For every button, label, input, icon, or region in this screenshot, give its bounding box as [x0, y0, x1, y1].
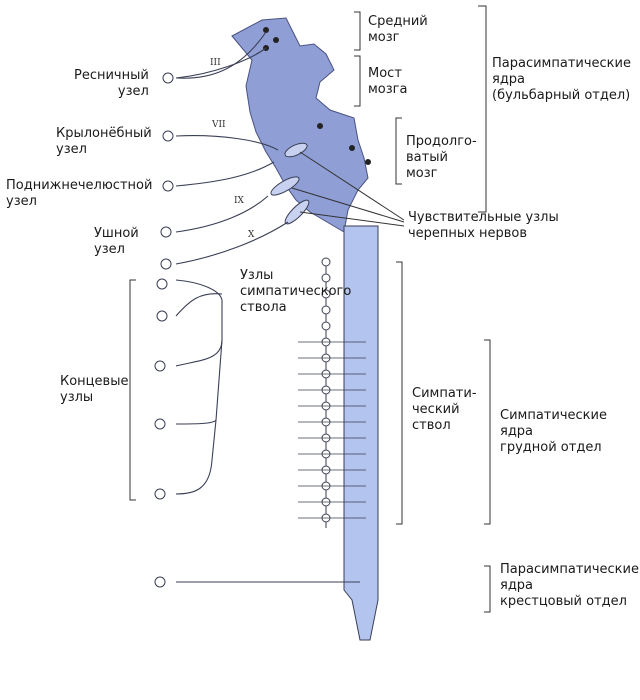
cranial-nerves: [175, 31, 360, 583]
brainstem: [231, 17, 369, 233]
label-sympathetic-trunk-ganglia: Узлы симпатического ствола: [240, 268, 352, 315]
sympathetic-chain-nodes: [298, 257, 366, 523]
chain-ganglion: [321, 257, 331, 267]
left-ganglia: [154, 72, 174, 588]
chain-ganglion: [321, 273, 331, 283]
nerve-III-label: III: [210, 58, 221, 68]
label-parasympathetic-bulbar: Парасимпатические ядра (бульбарный отдел…: [492, 56, 631, 103]
chain-ganglion: [321, 321, 331, 331]
label-medulla: Продолго- ватый мозг: [406, 134, 477, 181]
brackets: [129, 5, 491, 613]
nerve-VII-label: VII: [212, 120, 226, 130]
label-parasympathetic-sacral: Парасимпатические ядра крестцовый отдел: [500, 562, 639, 609]
label-sympathetic-trunk: Симпати- ческий ствол: [412, 386, 477, 433]
nerve-IX-label: IX: [234, 196, 244, 206]
label-pterygopalatine-ganglion: Крылонёбный узел: [56, 126, 152, 157]
label-cranial-sensory-ganglia: Чувствительные узлы черепных нервов: [408, 210, 559, 241]
label-submandibular-ganglion: Поднижнечелюстной узел: [6, 178, 153, 209]
label-ciliary-ganglion: Ресничный узел: [74, 68, 149, 99]
chain-ganglion: [321, 289, 331, 299]
chain-ganglion: [321, 305, 331, 315]
sensory-ganglia-pointers: [291, 151, 405, 227]
label-midbrain: Средний мозг: [368, 14, 428, 45]
spinal-cord: [343, 225, 379, 641]
label-terminal-ganglia: Концевые узлы: [60, 374, 129, 405]
nerve-X-label: X: [248, 230, 255, 240]
label-sympathetic-nuclei-thoracic: Симпатические ядра грудной отдел: [500, 408, 607, 455]
cranial-nerve-ganglia: [270, 142, 310, 225]
label-otic-ganglion: Ушной узел: [94, 226, 139, 257]
label-pons: Мост мозга: [368, 66, 408, 97]
brain-nuclei: [263, 27, 371, 165]
